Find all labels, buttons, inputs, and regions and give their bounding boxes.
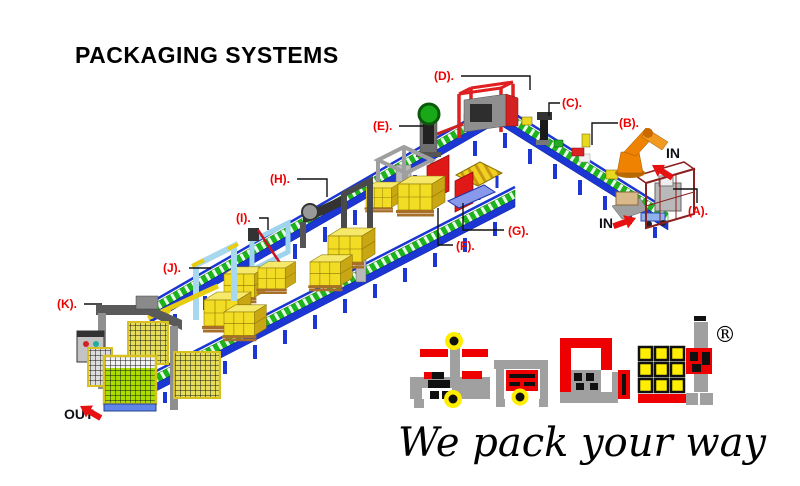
conveyor-left-lower [134, 185, 516, 403]
logo-tagline: We pack your way [398, 420, 767, 466]
station-leader-i [259, 217, 269, 230]
station-label-k: (K). [57, 297, 77, 311]
in-label-top: IN [666, 145, 680, 161]
station-label-h: (H). [270, 172, 290, 186]
logo-mark-1 [410, 332, 490, 408]
station-leader-f [437, 208, 453, 246]
station-label-e: (E). [373, 119, 392, 133]
station-label-c: (C). [562, 96, 582, 110]
machine-e-labeler [416, 102, 464, 157]
machine-k-stretch-hooder [76, 283, 221, 412]
logo-mark-2 [494, 360, 548, 407]
station-leader-a [673, 188, 698, 203]
page-title: PACKAGING SYSTEMS [75, 42, 339, 68]
station-leader-h [297, 178, 328, 197]
logo-mark-4 [637, 316, 713, 405]
machine-j-frame [191, 241, 239, 320]
machine-a-infeed-cage [611, 161, 696, 230]
mesh-cage [173, 351, 221, 399]
station-label-f: (F). [456, 239, 475, 253]
station-label-a: (A). [688, 204, 708, 218]
station-leader-d [461, 75, 531, 90]
machine-i-strapper [248, 218, 291, 275]
logo: ® We pack your way [398, 316, 767, 466]
pallet-stack [255, 260, 297, 294]
station-label-d: (D). [434, 69, 454, 83]
machine-b-robot-arm [615, 127, 669, 178]
station-label-i: (I). [236, 211, 251, 225]
in-label-bottom: IN [599, 215, 613, 231]
station-leader-b [591, 122, 618, 145]
mesh-cage-front [102, 354, 158, 412]
registered-trademark: ® [714, 323, 736, 348]
station-leader-c [548, 102, 560, 116]
machine-c-checkpoint [536, 112, 552, 145]
machine-d-case-machine [457, 80, 519, 138]
machine-h-wrapper [300, 176, 373, 256]
station-label-j: (J). [163, 261, 181, 275]
station-label-b: (B). [619, 116, 639, 130]
logo-mark-3 [560, 338, 630, 403]
station-label-g: (G). [508, 224, 529, 238]
station-leader-g [462, 203, 504, 231]
